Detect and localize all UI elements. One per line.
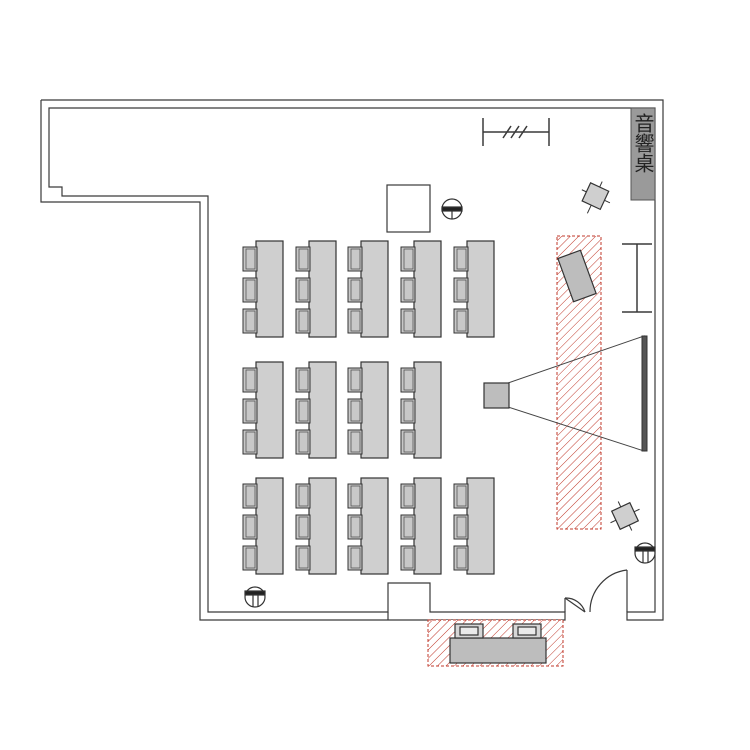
desk [308,240,337,338]
projector-icon [483,382,510,409]
desk-group [295,477,337,575]
pillar-icon [634,542,656,564]
chair-icon [347,545,363,571]
chair-icon [295,398,311,424]
desk [255,361,284,459]
pillar-icon [441,198,463,220]
chair-icon [347,398,363,424]
desk-group [400,477,442,575]
lectern [557,249,597,303]
chair-icon [400,308,416,334]
chair-icon [242,429,258,455]
chair-icon [400,277,416,303]
chair-icon [453,246,469,272]
chair-icon [400,398,416,424]
desk [466,477,495,575]
chair-icon [295,429,311,455]
chair-icon [347,308,363,334]
desk-group [347,240,389,338]
chair-icon [242,246,258,272]
room-walls [40,99,664,621]
desk [413,477,442,575]
sound-console-label: 音響桌 [631,113,655,173]
chair-icon [295,545,311,571]
desk-group [242,240,284,338]
chair-icon [453,514,469,540]
speaker-icon [581,181,611,214]
desk-group [400,240,442,338]
square-table [386,184,431,233]
desk-group [242,361,284,459]
desk [360,361,389,459]
chair-icon [347,483,363,509]
chair-icon [400,246,416,272]
chair-icon [242,514,258,540]
speaker-icon [610,501,640,531]
chair-icon [242,545,258,571]
chair-icon [347,246,363,272]
reception-desk [449,623,547,664]
desk-group [295,240,337,338]
desk-group [347,361,389,459]
chair-icon [347,277,363,303]
chair-icon [295,514,311,540]
seating-area [242,240,495,575]
chair-icon [242,483,258,509]
desk-group [295,361,337,459]
desk [360,477,389,575]
desk [413,240,442,338]
desk-group [347,477,389,575]
chair-icon [242,277,258,303]
chair-icon [400,367,416,393]
chair-icon [347,429,363,455]
chair-icon [347,367,363,393]
desk [308,361,337,459]
desk [255,240,284,338]
desk-group [453,240,495,338]
door-icon [564,569,628,613]
desk [413,361,442,459]
pillar-icon [244,586,266,608]
chair-icon [295,483,311,509]
chair-icon [347,514,363,540]
desk-group [400,361,442,459]
chair-icon [400,545,416,571]
desk [466,240,495,338]
sound-console: 音響桌 [630,107,656,201]
chair-icon [242,398,258,424]
chair-icon [295,367,311,393]
projection [483,335,648,452]
chair-icon [453,483,469,509]
whiteboard-icon [482,118,550,146]
chair-icon [242,308,258,334]
chair-icon [453,545,469,571]
chair-icon [400,514,416,540]
chair-icon [453,308,469,334]
chair-icon [400,429,416,455]
desk-group [242,477,284,575]
whiteboard-icon [622,243,652,313]
chair-icon [242,367,258,393]
screen-icon [641,335,648,452]
chair-icon [453,277,469,303]
desk [360,240,389,338]
desk [308,477,337,575]
desk [255,477,284,575]
chair-icon [295,308,311,334]
chair-icon [400,483,416,509]
desk-group [453,477,495,575]
chair-icon [295,277,311,303]
chair-icon [295,246,311,272]
